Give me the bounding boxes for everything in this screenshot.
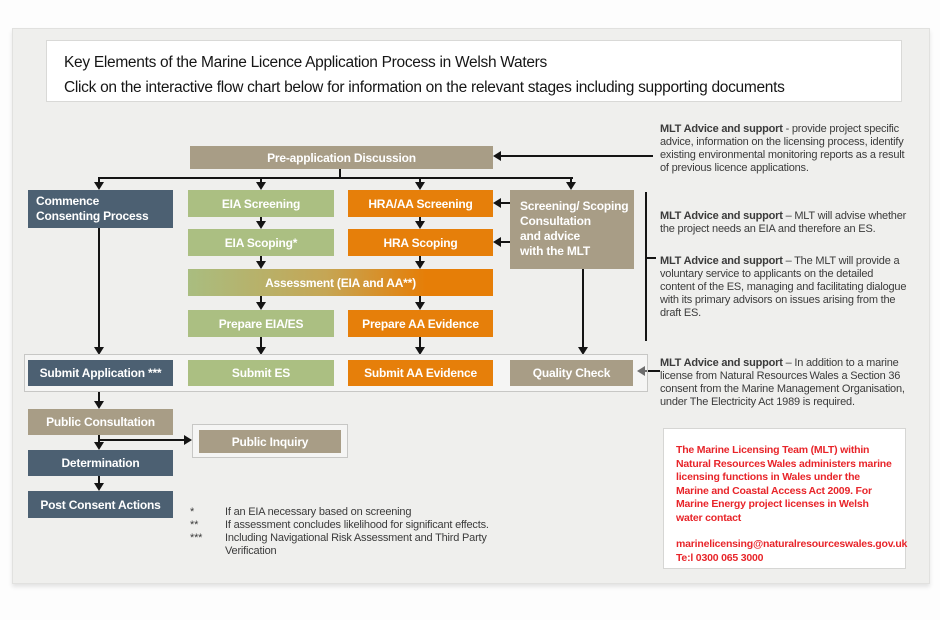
connector-to-hra-screening [419, 178, 421, 183]
footnote-marker: * [190, 506, 195, 518]
node-screening-scoping-consultation[interactable]: Screening/ Scoping Consultation and advi… [510, 190, 634, 269]
connector-to-scoping-box [570, 178, 572, 183]
arrowhead-hrascope [415, 221, 425, 229]
connector-scoping-hrascope [501, 241, 510, 243]
annotation-mlt-1: MLT Advice and support - provide project… [660, 123, 910, 175]
arrowhead-pubconsult [94, 401, 104, 409]
connector-scoping-quality [582, 269, 584, 348]
arrowhead-assessment-right [415, 261, 425, 269]
footnote-row: *** Including Navigational Risk Assessme… [190, 532, 500, 557]
footnote-marker: ** [190, 519, 199, 531]
connector-hrascope-assessment [419, 256, 421, 262]
scoping-line: Consultation [520, 214, 591, 228]
arrowhead-submitaa [415, 347, 425, 355]
footnote-text: If an EIA necessary based on screening [225, 506, 412, 518]
node-prepare-aa-evidence[interactable]: Prepare AA Evidence [348, 310, 493, 337]
connector-hrascreen-hrascope [419, 217, 421, 222]
arrowhead-to-hra-screening [415, 182, 425, 190]
arrowhead-assessment-left [256, 261, 266, 269]
arrowhead-into-quality [637, 366, 645, 376]
footnote-text: Including Navigational Risk Assessment a… [225, 532, 487, 557]
node-eia-scoping[interactable]: EIA Scoping* [188, 229, 334, 256]
footnotes: * If an EIA necessary based on screening… [190, 506, 500, 558]
arrowhead-eiascope [256, 221, 266, 229]
connector-eiascope-assessment [260, 256, 262, 262]
node-prepare-eia-es[interactable]: Prepare EIA/ES [188, 310, 334, 337]
annotation-body: - provide project specific advice, infor… [660, 123, 905, 174]
arrowhead-submit-application [94, 347, 104, 355]
node-submit-aa-evidence[interactable]: Submit AA Evidence [348, 360, 493, 386]
node-commence-consenting[interactable]: Commence Consenting Process [28, 190, 173, 228]
contact-email[interactable]: marinelicensing@naturalresourceswales.go… [676, 538, 908, 550]
contact-paragraph: The Marine Licensing Team (MLT) within N… [676, 444, 892, 524]
contact-phone: Te:l 0300 065 3000 [676, 551, 764, 564]
annotation-lead: MLT Advice and support [660, 255, 783, 267]
connector-submit-pubconsult [98, 392, 100, 402]
annotation-body: – MLT will advise whether the project ne… [660, 210, 907, 235]
connector-preapp-stub [339, 168, 341, 178]
connector-prepeia-submites [260, 337, 262, 348]
scoping-line: with the MLT [520, 244, 591, 258]
arrowhead-submites [256, 347, 266, 355]
footnote-row: * If an EIA necessary based on screening [190, 506, 500, 519]
connector-to-commence [98, 178, 100, 183]
arrowhead-prepaa [415, 302, 425, 310]
node-post-consent-actions[interactable]: Post Consent Actions [28, 491, 173, 518]
node-pre-application[interactable]: Pre-application Discussion [190, 146, 493, 169]
node-determination[interactable]: Determination [28, 450, 173, 476]
node-hra-scoping[interactable]: HRA Scoping [348, 229, 493, 256]
scoping-line: and advice [520, 229, 581, 243]
node-public-consultation[interactable]: Public Consultation [28, 409, 173, 435]
arrowhead-into-preapp [493, 151, 501, 161]
node-submit-application[interactable]: Submit Application *** [28, 360, 173, 386]
arrowhead-to-eia-screening [256, 182, 266, 190]
bracket-tick [647, 257, 656, 259]
connector-eiascreen-eiascope [260, 217, 262, 222]
connector-determination-post [98, 476, 100, 484]
page-subtitle: Click on the interactive flow chart belo… [64, 79, 785, 96]
arrowhead-to-scoping-box [566, 182, 576, 190]
connector-prepaa-submitaa [419, 337, 421, 348]
arrowhead-determination [94, 442, 104, 450]
connector-annot1-preapp [501, 155, 653, 157]
arrowhead-quality-check [578, 347, 588, 355]
node-submit-es[interactable]: Submit ES [188, 360, 334, 386]
connector-assessment-prepaa [419, 296, 421, 303]
annotation-mlt-3: MLT Advice and support – The MLT will pr… [660, 255, 910, 320]
node-assessment[interactable]: Assessment (EIA and AA**) [188, 269, 493, 296]
node-quality-check[interactable]: Quality Check [510, 360, 633, 386]
arrowhead-post-consent [94, 483, 104, 491]
connector-annot4-quality [645, 370, 660, 372]
annotation-lead: MLT Advice and support [660, 357, 783, 369]
scoping-line: Screening/ Scoping [520, 199, 629, 213]
connector-commence-submit [98, 228, 100, 348]
title-box: Key Elements of the Marine Licence Appli… [46, 40, 902, 102]
node-public-inquiry[interactable]: Public Inquiry [199, 430, 341, 453]
connector-distribution-line [98, 177, 573, 179]
contact-box: The Marine Licensing Team (MLT) within N… [663, 428, 908, 569]
annotation-mlt-4: MLT Advice and support – In addition to … [660, 357, 910, 409]
bracket-line [645, 192, 647, 341]
footnote-marker: *** [190, 532, 203, 544]
annotation-lead: MLT Advice and support [660, 210, 783, 222]
footnote-row: ** If assessment concludes likelihood fo… [190, 519, 500, 532]
page-title: Key Elements of the Marine Licence Appli… [64, 54, 547, 71]
annotation-lead: MLT Advice and support [660, 123, 783, 135]
annotation-body: – The MLT will provide a voluntary servi… [660, 255, 907, 319]
arrowhead-to-commence [94, 182, 104, 190]
annotation-mlt-2: MLT Advice and support – MLT will advise… [660, 210, 910, 236]
arrowhead-prepeia [256, 302, 266, 310]
arrowhead-into-inquiry [184, 435, 192, 445]
connector-branch-inquiry [98, 439, 184, 441]
connector-to-eia-screening [260, 178, 262, 183]
arrowhead-into-hrascreen [493, 198, 501, 208]
node-hra-aa-screening[interactable]: HRA/AA Screening [348, 190, 493, 217]
footnote-text: If assessment concludes likelihood for s… [225, 519, 489, 531]
connector-assessment-prepeia [260, 296, 262, 303]
connector-scoping-hrascreen [501, 202, 510, 204]
node-eia-screening[interactable]: EIA Screening [188, 190, 334, 217]
arrowhead-into-hrascope [493, 237, 501, 247]
annotation-body: – In addition to a marine license from N… [660, 357, 905, 408]
